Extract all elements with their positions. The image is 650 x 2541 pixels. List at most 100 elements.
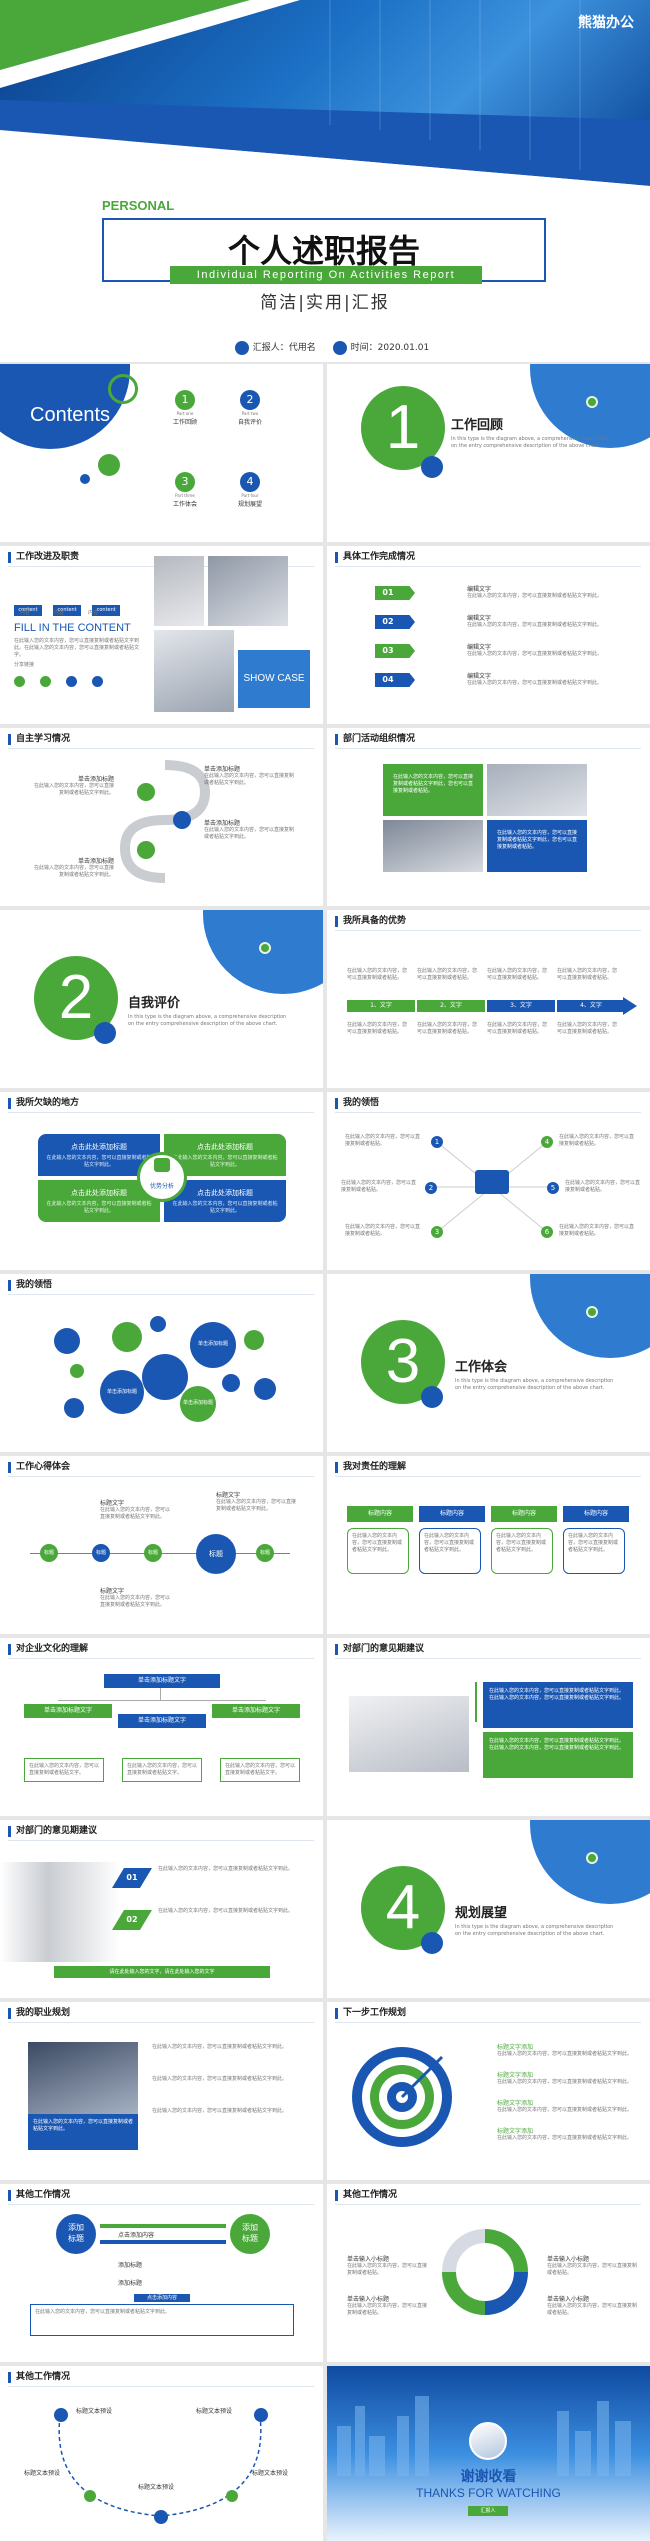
plan-title: 标题文字添加 [497, 2100, 534, 2107]
completion-desc-3: 在此输入您的文本内容，您可以直接复制或者粘贴文字到此。 [467, 651, 603, 657]
ring-desc: 在此输入您的文本内容，您可以直接复制或者粘贴。 [347, 2303, 428, 2316]
slide-title: 其他工作情况 [335, 2190, 397, 2201]
weibo-icon[interactable] [40, 676, 52, 687]
title-rule [8, 1840, 314, 1841]
responsibility-box-3: 在此输入您的文本内容，您可以直接复制或者粘贴文字到此。 [491, 1528, 553, 1574]
contents-item-1[interactable]: 1 Part one 工作回顾 [165, 390, 205, 426]
cover-title: 个人述职报告 [227, 232, 420, 270]
contents-num-2: 2 [240, 390, 260, 410]
section-4-slide[interactable]: 4 规划展望 In this type is the diagram above… [327, 1820, 650, 1998]
slide-other-work-1[interactable]: 其他工作情况 添加 标题 添加 标题 点击添加内容 添加标题 添加标题 点击添加… [0, 2184, 323, 2362]
arc-label-5: 标题文本预设 [252, 2470, 289, 2477]
insight-desc-3: 在此输入您的文本内容，您可以直接复制或者粘贴。 [345, 1224, 421, 1237]
slide-next-plan[interactable]: 下一步工作规划 标题文字添加在此输入您的文本内容，您可以直接复制或者粘贴文字到此… [327, 2002, 650, 2180]
contents-item-4[interactable]: 4 Part four 规划展望 [230, 472, 270, 508]
title-rule [8, 1476, 314, 1477]
slide-department-suggestions-2[interactable]: 对部门的意见期建议 01 02 在此输入您的文本内容，您可以直接复制或者粘贴文字… [0, 1820, 323, 1998]
advantage-desc-2: 在此输入您的文本内容，您可以直接复制或者粘贴。 [417, 968, 478, 981]
completion-num-1: 01 [375, 586, 401, 600]
career-desc-3: 在此输入您的文本内容，您可以直接复制或者粘贴文字到此。 [152, 2108, 288, 2114]
weakness-card-title: 点击此处添加标题 [71, 1189, 127, 1197]
slide-title: 对部门的意见期建议 [8, 1826, 97, 1837]
section-2-slide[interactable]: 2 自我评价 In this type is the diagram above… [0, 910, 323, 1088]
responsibility-box-1: 在此输入您的文本内容，您可以直接复制或者粘贴文字到此。 [347, 1528, 409, 1574]
title-box: 个人述职报告 Individual Reporting On Activitie… [102, 218, 546, 284]
advantage-step-4: 4、文字 [557, 1000, 625, 1012]
slide-work-completion[interactable]: 具体工作完成情况 01 编辑文字 在此输入您的文本内容，您可以直接复制或者粘贴文… [327, 546, 650, 724]
tag-1: content [14, 605, 42, 616]
tag-sub-1: 内容 [20, 610, 31, 616]
arrow-right-icon [100, 2224, 226, 2228]
section-1-slide[interactable]: 1 工作回顾 In this type is the diagram above… [327, 364, 650, 542]
slide-advantages[interactable]: 我所具备的优势 在此输入您的文本内容，您可以直接复制或者粘贴。 在此输入您的文本… [327, 910, 650, 1088]
slide-department-activity[interactable]: 部门活动组织情况 在此输入您的文本内容，您可以直接复制或者粘贴文字到此，您也可以… [327, 728, 650, 906]
title-rule [8, 1294, 314, 1295]
title-rule [335, 2022, 641, 2023]
section-decor-small [421, 456, 443, 478]
experience-node-1: 标题 [40, 1544, 58, 1562]
slide-self-study[interactable]: 自主学习情况 单击添加标题在此输入您的文本内容，您可以直接复制或者粘贴文字到此。… [0, 728, 323, 906]
slide-title: 我的领悟 [8, 1280, 52, 1291]
plan-desc: 在此输入您的文本内容，您可以直接复制或者粘贴文字到此。 [497, 2079, 633, 2085]
slide-title: 工作心得体会 [8, 1462, 70, 1473]
activity-text-1: 在此输入您的文本内容，您可以直接复制或者粘贴文字到此，您也可以直接复制或者粘贴。 [383, 764, 483, 816]
slide-work-experience[interactable]: 工作心得体会 标题 标题 标题 标题 标题 标题文字在此输入您的文本内容，您可以… [0, 1456, 323, 1634]
completion-num-3: 03 [375, 644, 401, 658]
section-decor-dot [586, 396, 598, 408]
bubble [254, 1378, 276, 1400]
contents-item-2[interactable]: 2 Part two 自我评价 [230, 390, 270, 426]
slide-corporate-culture[interactable]: 对企业文化的理解 单击添加标题文字 单击添加标题文字 单击添加标题文字 单击添加… [0, 1638, 323, 1816]
completion-item-2[interactable]: 02 编辑文字 在此输入您的文本内容，您可以直接复制或者粘贴文字到此。 [375, 613, 605, 642]
slide-other-work-3[interactable]: 其他工作情况 标题文本预设 标题文本预设 标题文本预设 标题文本预设 标题文本预… [0, 2366, 323, 2541]
completion-desc-4: 在此输入您的文本内容，您可以直接复制或者粘贴文字到此。 [467, 680, 603, 686]
section-decor-small [94, 1022, 116, 1044]
target-icon [352, 2047, 452, 2147]
culture-left: 单击添加标题文字 [24, 1704, 112, 1718]
slide-career-plan[interactable]: 我的职业规划 在此输入您的文本内容，您可以直接复制或者粘贴文字到此。 在此输入您… [0, 2002, 323, 2180]
insight-desc-2: 在此输入您的文本内容，您可以直接复制或者粘贴。 [341, 1180, 417, 1193]
experience-note-title: 标题文字 [100, 1500, 125, 1507]
experience-note-desc: 在此输入您的文本内容，您可以直接复制或者粘贴文字到此。 [100, 1595, 171, 1608]
qq-icon[interactable] [66, 676, 78, 687]
slide-weaknesses[interactable]: 我所欠缺的地方 点击此处添加标题在此输入您的文本内容，您可以直接复制或者粘贴文字… [0, 1092, 323, 1270]
slide-department-suggestions-1[interactable]: 对部门的意见期建议 在此输入您的文本内容，您可以直接复制或者粘贴文字到此。在此输… [327, 1638, 650, 1816]
slide-work-improvement[interactable]: 工作改进及职责 content content content 内容内容内容 F… [0, 546, 323, 724]
slide-title: 我的领悟 [335, 1098, 379, 1109]
career-box: 在此输入您的文本内容，您可以直接复制或者粘贴文字到此。 [28, 2114, 138, 2150]
city-skyline [337, 2396, 631, 2476]
completion-item-4[interactable]: 04 编辑文字 在此输入您的文本内容，您可以直接复制或者粘贴文字到此。 [375, 671, 605, 700]
culture-box-1: 在此输入您的文本内容，您可以直接复制或者粘贴文字。 [24, 1758, 104, 1782]
insight-desc-5: 在此输入您的文本内容，您可以直接复制或者粘贴。 [565, 1180, 641, 1193]
title-rule [335, 1476, 641, 1477]
cover-tagline: 简洁|实用|汇报 [260, 293, 390, 313]
facebook-icon[interactable] [92, 676, 104, 687]
contents-item-3[interactable]: 3 Part three 工作体会 [165, 472, 205, 508]
wechat-icon[interactable] [14, 676, 25, 687]
cover-slide[interactable]: 熊猫办公 PERSONAL 个人述职报告 Individual Reportin… [0, 0, 650, 362]
slide-title: 具体工作完成情况 [335, 552, 415, 563]
contents-slide[interactable]: Contents 1 Part one 工作回顾 2 Part two 自我评价… [0, 364, 323, 542]
plan-item-4: 标题文字添加在此输入您的文本内容，您可以直接复制或者粘贴文字到此。 [497, 2126, 637, 2142]
slide-title: 部门活动组织情况 [335, 734, 415, 745]
completion-item-1[interactable]: 01 编辑文字 在此输入您的文本内容，您可以直接复制或者粘贴文字到此。 [375, 584, 605, 613]
arrow-left-icon [100, 2240, 226, 2244]
bubble-label-3: 单击添加标题 [180, 1386, 216, 1422]
study-title: 单击添加标题 [204, 820, 241, 827]
thanks-slide[interactable]: 谢谢收看 THANKS FOR WATCHING 汇报人 [327, 2366, 650, 2541]
slide-responsibility[interactable]: 我对责任的理解 标题内容 标题内容 标题内容 标题内容 在此输入您的文本内容，您… [327, 1456, 650, 1634]
section-decor-dot [586, 1852, 598, 1864]
insight-num-6: 6 [541, 1226, 553, 1238]
completion-num-2: 02 [375, 615, 401, 629]
slide-title: 工作改进及职责 [8, 552, 79, 563]
completion-item-3[interactable]: 03 编辑文字 在此输入您的文本内容，您可以直接复制或者粘贴文字到此。 [375, 642, 605, 671]
plan-desc: 在此输入您的文本内容，您可以直接复制或者粘贴文字到此。 [497, 2051, 633, 2057]
slide-insight-network[interactable]: 我的领悟 1 2 3 4 5 6 在此输入您的文本内容，您可以直接复制或者粘贴。… [327, 1092, 650, 1270]
slide-insight-bubbles[interactable]: 我的领悟 单击添加标题 单击添加标题 单击添加标题 [0, 1274, 323, 1452]
photo-business [28, 2042, 138, 2114]
contents-title: Contents [30, 404, 111, 426]
showcase-box: SHOW CASE [238, 650, 310, 708]
slide-other-work-2[interactable]: 其他工作情况 单击输入小标题在此输入您的文本内容，您可以直接复制或者粘贴。 单击… [327, 2184, 650, 2362]
title-rule [8, 2386, 314, 2387]
section-3-slide[interactable]: 3 工作体会 In this type is the diagram above… [327, 1274, 650, 1452]
ring-desc: 在此输入您的文本内容，您可以直接复制或者粘贴。 [547, 2303, 638, 2316]
